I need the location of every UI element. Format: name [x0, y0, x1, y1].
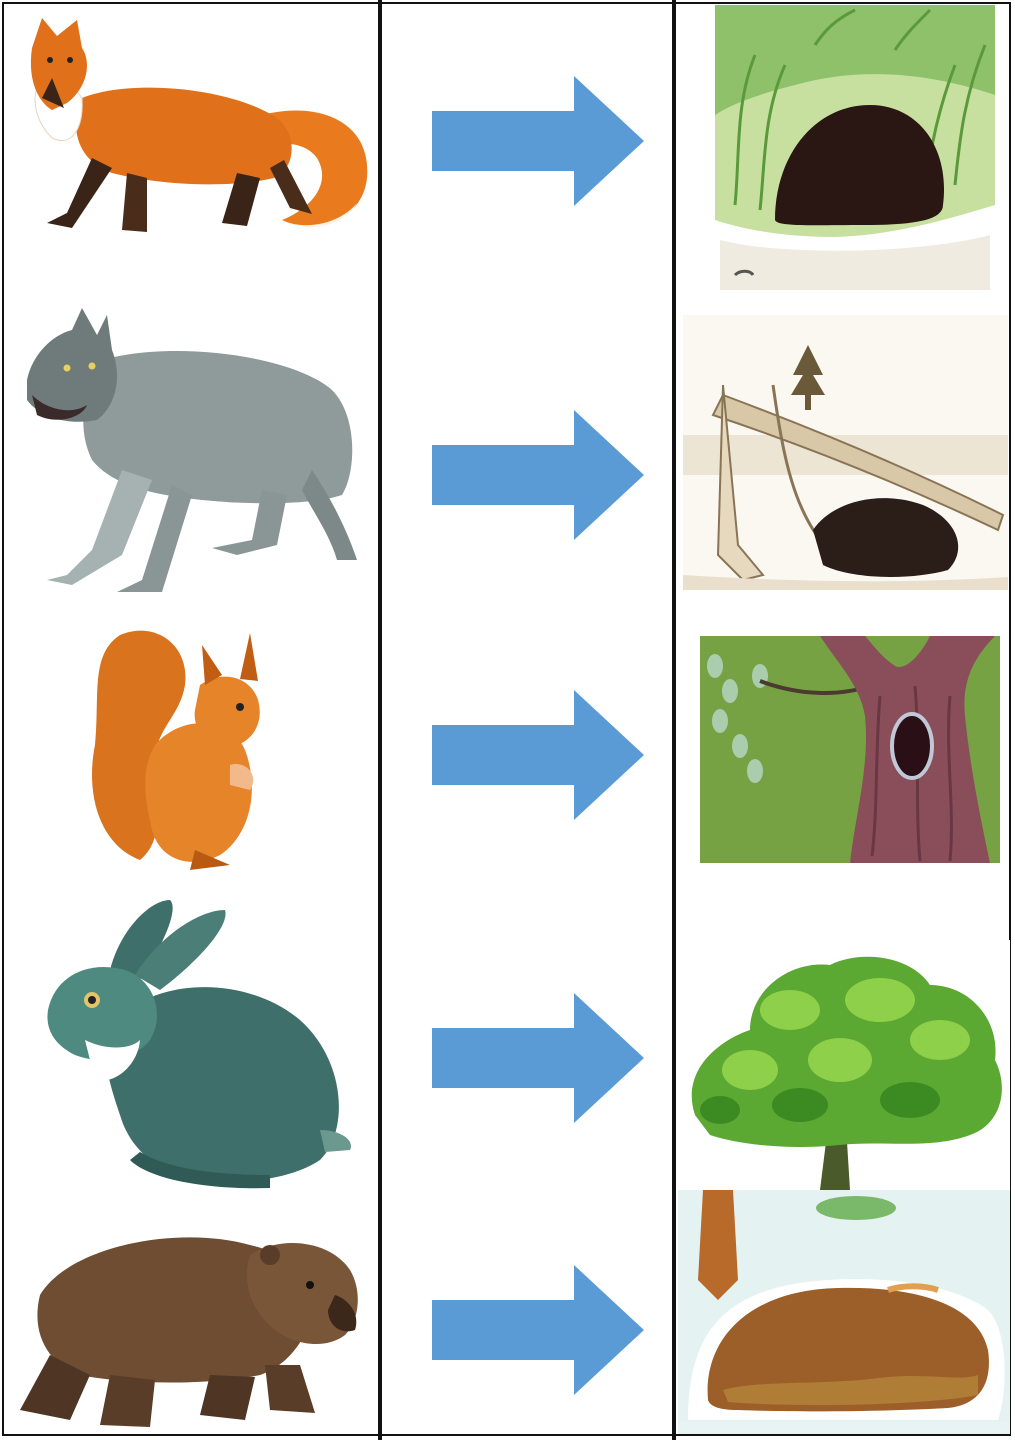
arrow-right-icon [432, 993, 644, 1123]
burrow-in-grass-icon [715, 5, 995, 290]
bush-icon [680, 940, 1010, 1190]
bear-icon [10, 1215, 365, 1430]
arrow-right-icon [432, 410, 644, 540]
snow-den-icon [678, 1190, 1010, 1434]
arrow-right-icon [432, 690, 644, 820]
column-divider-left [378, 0, 382, 1440]
tree-hollow-icon [700, 636, 1000, 863]
column-divider-right [672, 0, 676, 1440]
arrow-right-icon [432, 1265, 644, 1395]
fox-icon [12, 8, 372, 240]
arrow-right-icon [432, 76, 644, 206]
den-under-fallen-tree-icon [683, 315, 1008, 590]
wolf-icon [12, 300, 372, 600]
squirrel-icon [80, 615, 280, 880]
hare-icon [40, 890, 360, 1195]
